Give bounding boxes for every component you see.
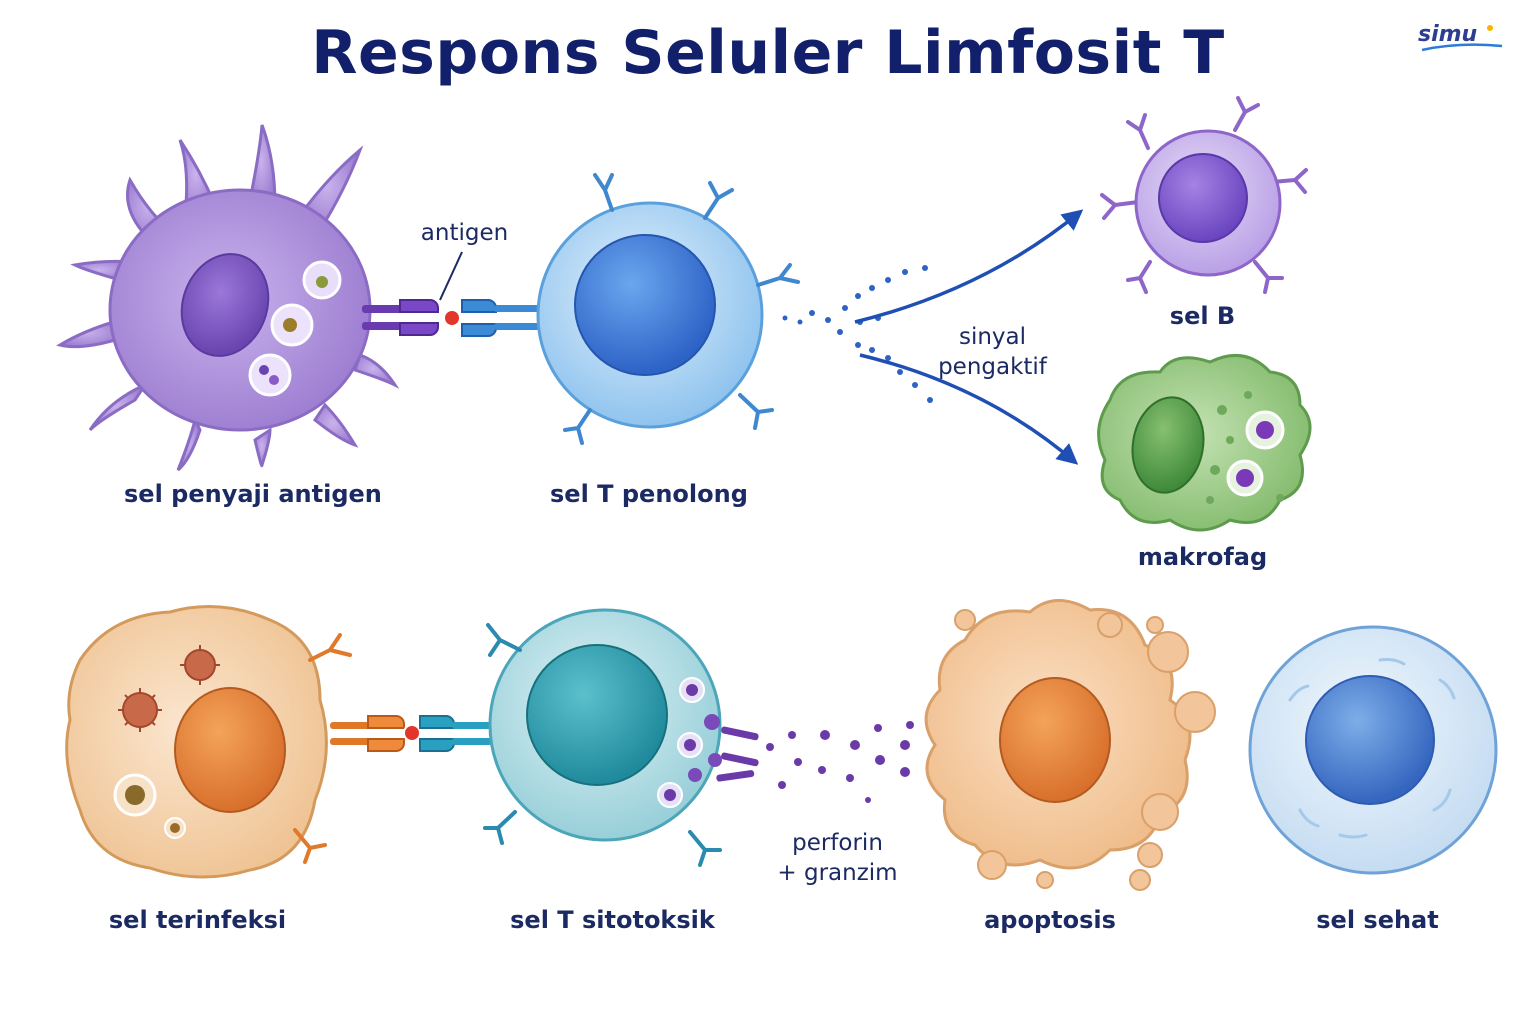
label-helper-t-cell: sel T penolong bbox=[550, 480, 748, 508]
label-signal-line1: sinyal bbox=[958, 324, 1027, 350]
activation-signal-dots bbox=[782, 265, 933, 403]
label-signal-line2: pengaktif bbox=[938, 354, 1047, 380]
macrophage bbox=[1097, 354, 1312, 532]
virus-icon bbox=[180, 645, 220, 685]
arrow-to-b-cell bbox=[854, 209, 1084, 324]
cytotoxic-t-cell bbox=[419, 608, 759, 867]
page-title: Respons Seluler Limfosit T bbox=[311, 18, 1225, 88]
b-cell bbox=[1100, 96, 1308, 294]
helper-t-cell bbox=[461, 173, 800, 445]
logo-text: simu bbox=[1418, 22, 1478, 47]
label-macrophage: makrofag bbox=[1137, 543, 1268, 571]
antigen-presenting-cell bbox=[56, 124, 439, 472]
arrow-to-macrophage bbox=[859, 353, 1079, 465]
label-cytotoxic-t-cell: sel T sitotoksik bbox=[510, 906, 715, 934]
label-antigen: antigen bbox=[420, 220, 509, 246]
virus-icon bbox=[118, 688, 162, 732]
label-activation-signal: sinyal pengaktif bbox=[930, 322, 1055, 382]
antigen-dot bbox=[403, 724, 421, 742]
logo-swoosh-icon bbox=[1421, 25, 1503, 52]
label-perforin-granzyme: perforin + granzim bbox=[770, 828, 905, 888]
cytotoxic-granules bbox=[657, 677, 722, 808]
antigen-dot bbox=[443, 309, 461, 327]
label-perforin-line2: + granzim bbox=[777, 860, 898, 886]
logo: simu bbox=[1418, 22, 1508, 56]
label-healthy-cell: sel sehat bbox=[1316, 906, 1439, 934]
label-antigen-presenting-cell: sel penyaji antigen bbox=[124, 480, 382, 508]
label-perforin-line1: perforin bbox=[792, 830, 883, 856]
label-apoptosis: apoptosis bbox=[984, 906, 1116, 934]
label-b-cell: sel B bbox=[1169, 302, 1236, 330]
antigen-pointer-line bbox=[439, 251, 463, 301]
healthy-cell bbox=[1248, 625, 1498, 875]
infected-cell bbox=[65, 605, 405, 879]
apoptotic-cell bbox=[924, 599, 1216, 891]
label-infected-cell: sel terinfeksi bbox=[108, 906, 287, 934]
perforin-granzyme-dots bbox=[766, 721, 947, 803]
